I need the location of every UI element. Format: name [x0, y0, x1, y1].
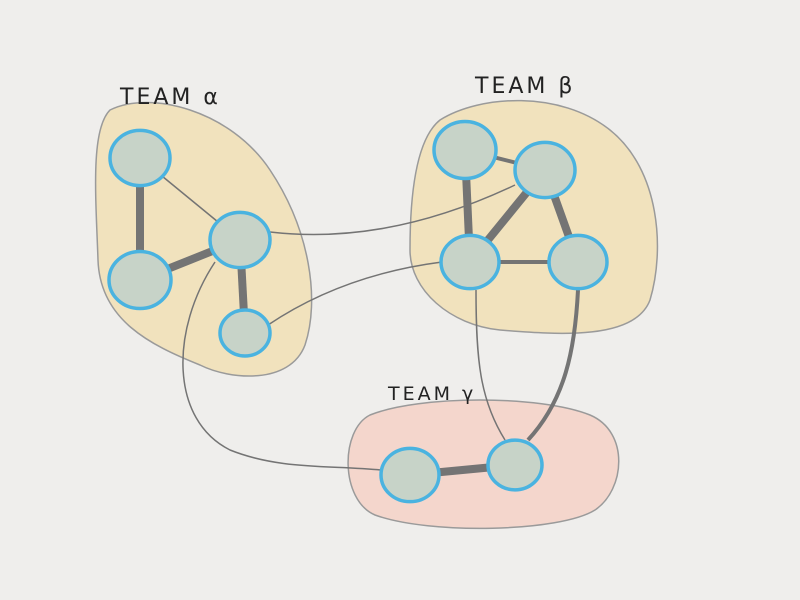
node-a2[interactable]: [107, 249, 173, 311]
edge-a4-b3: [267, 261, 443, 326]
edge-a3-g1: [182, 261, 382, 471]
node-a3[interactable]: [208, 210, 272, 270]
edge-b3-g2: [475, 289, 506, 441]
node-b4[interactable]: [547, 233, 609, 291]
node-b1[interactable]: [432, 119, 498, 181]
node-a1[interactable]: [108, 128, 172, 188]
node-b2[interactable]: [513, 140, 577, 200]
edge-a3-b2: [269, 184, 516, 236]
team-beta-label: TEAM β: [474, 74, 575, 99]
node-b3[interactable]: [439, 233, 501, 291]
node-a4[interactable]: [218, 308, 272, 358]
edge-b4-g2: [526, 289, 580, 442]
node-g2[interactable]: [486, 438, 544, 492]
team-alpha-label: TEAM α: [119, 85, 221, 110]
team-gamma-label: TEAM γ: [387, 383, 476, 405]
node-g1[interactable]: [379, 446, 441, 504]
